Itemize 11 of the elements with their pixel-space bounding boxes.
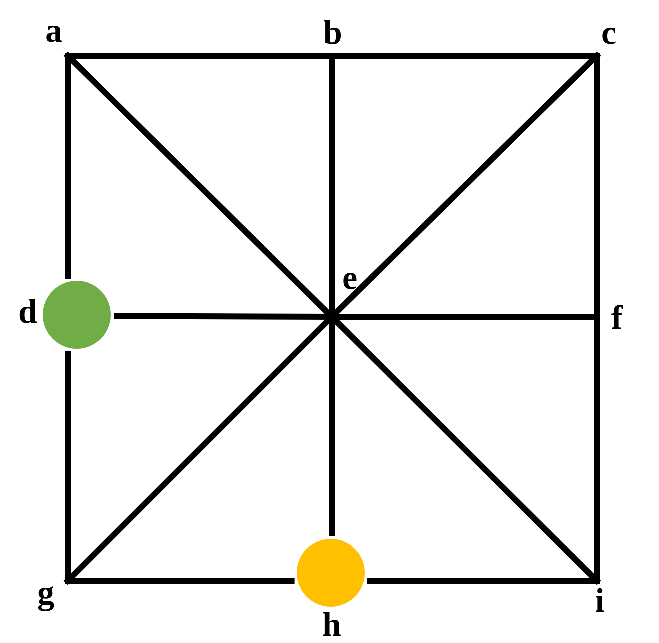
dot-marker — [297, 539, 365, 607]
point-label: e — [342, 262, 358, 296]
point-label: i — [595, 584, 605, 618]
point-label: f — [611, 302, 623, 336]
dot-marker — [43, 281, 111, 349]
point-label: c — [601, 16, 617, 50]
point-label: b — [324, 16, 342, 50]
point-label: h — [322, 608, 342, 642]
point-label: a — [46, 14, 62, 48]
point-label: d — [18, 296, 38, 330]
point-label: g — [38, 576, 54, 610]
